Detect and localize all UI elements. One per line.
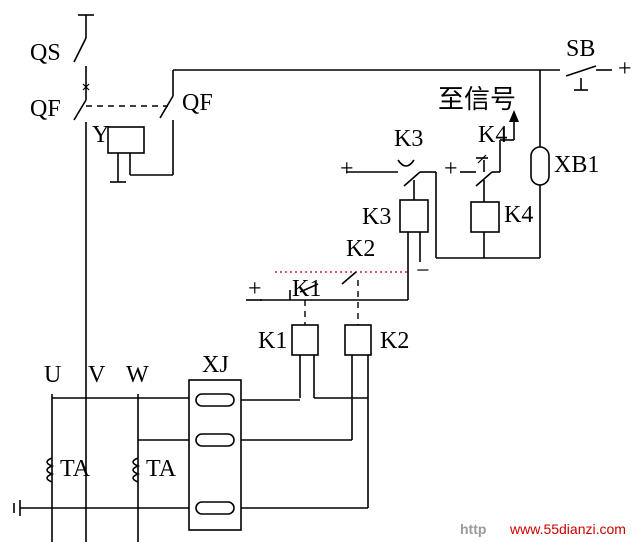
watermark-site: www.55dianzi.com	[509, 521, 626, 537]
label-qs: QS	[30, 40, 61, 66]
label-k3-top: K3	[394, 126, 423, 152]
label-y: Y	[92, 122, 109, 148]
label-k1-coil: K1	[258, 328, 287, 354]
label-xb1: XB1	[554, 152, 599, 178]
label-v: V	[88, 362, 106, 388]
labels: QS QF QF Y SB + 至信号 K3 K4 XB1 + + K3 K4 …	[30, 36, 632, 482]
label-k4-coil: K4	[504, 202, 533, 228]
label-k2-contact: K2	[346, 236, 375, 262]
label-k3-minus: −	[416, 258, 430, 284]
label-xj: XJ	[202, 352, 229, 378]
label-plus-k3: +	[340, 156, 354, 182]
label-k1-contact: K1	[292, 276, 321, 302]
label-ta-right: TA	[146, 456, 177, 482]
label-plus-k1: +	[248, 276, 262, 302]
label-sb: SB	[566, 36, 595, 62]
label-k4-top: K4	[478, 122, 507, 148]
label-k2-coil: K2	[380, 328, 409, 354]
label-signal: 至信号	[438, 85, 516, 115]
wiring	[13, 14, 612, 542]
label-qf-left: QF	[30, 96, 61, 122]
watermark: http www.55dianzi.com	[460, 521, 626, 537]
label-u: U	[44, 362, 61, 388]
label-ta-left: TA	[60, 456, 91, 482]
label-plus-sb: +	[618, 56, 632, 82]
label-qf-right: QF	[182, 90, 213, 116]
label-plus-k4: +	[444, 156, 458, 182]
watermark-prefix: http	[460, 521, 486, 537]
label-w: W	[126, 362, 149, 388]
label-k3-coil: K3	[362, 204, 391, 230]
